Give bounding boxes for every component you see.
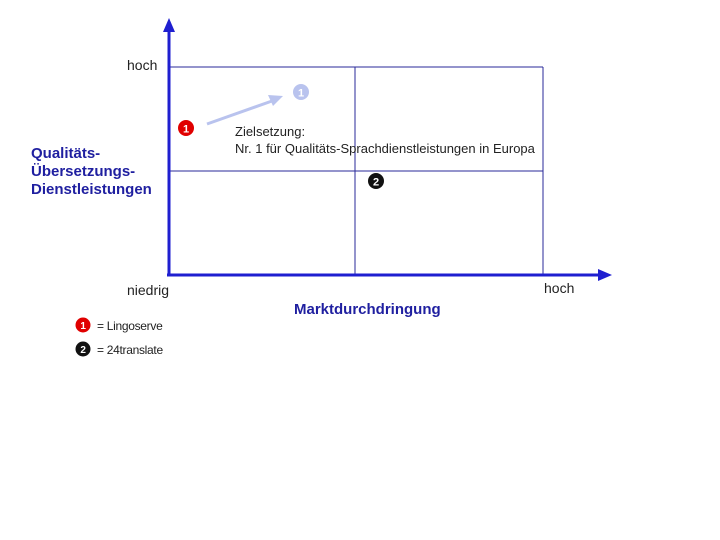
x-axis-high-label: hoch	[544, 280, 575, 296]
y-axis-title-line-3: Dienstleistungen	[31, 181, 152, 198]
goal-text-line-2: Nr. 1 für Qualitäts-Sprachdienstleistung…	[235, 140, 535, 156]
legend-text-lingoserve: = Lingoserve	[97, 319, 163, 333]
y-axis-high-label: hoch	[127, 57, 158, 73]
legend-marker-1-label: 1	[80, 321, 86, 332]
marker-24translate-label: 2	[373, 177, 379, 189]
legend-marker-2-icon: 2	[75, 341, 91, 357]
goal-arrowhead	[268, 95, 283, 106]
y-axis-low-label: niedrig	[127, 282, 170, 298]
legend-item-24translate: 2 = 24translate	[75, 341, 163, 357]
legend-text-24translate: = 24translate	[97, 343, 163, 357]
goal-text: Zielsetzung: Nr. 1 für Qualitäts-Sprachd…	[235, 124, 535, 158]
marker-goal: 1	[293, 84, 309, 100]
goal-arrow	[206, 99, 273, 126]
marker-lingoserve: 1	[178, 120, 194, 136]
grid	[169, 66, 544, 275]
legend-marker-1-icon: 1	[75, 317, 91, 333]
x-axis-title: Marktdurchdringung	[294, 301, 441, 318]
y-axis-title-line-1: Qualitäts-	[31, 145, 101, 162]
legend-item-lingoserve: 1 = Lingoserve	[75, 317, 163, 333]
y-axis-title-line-2: Übersetzungs-	[31, 163, 136, 180]
marker-goal-label: 1	[298, 88, 304, 100]
y-axis-title: Qualitäts- Übersetzungs- Dienstleistunge…	[31, 145, 171, 199]
legend-marker-2-label: 2	[80, 345, 86, 356]
goal-text-line-1: Zielsetzung:	[235, 124, 306, 139]
marker-lingoserve-label: 1	[183, 124, 189, 136]
marker-24translate: 2	[368, 173, 384, 189]
x-axis-arrowhead	[598, 269, 612, 281]
y-axis-arrowhead	[163, 18, 175, 32]
